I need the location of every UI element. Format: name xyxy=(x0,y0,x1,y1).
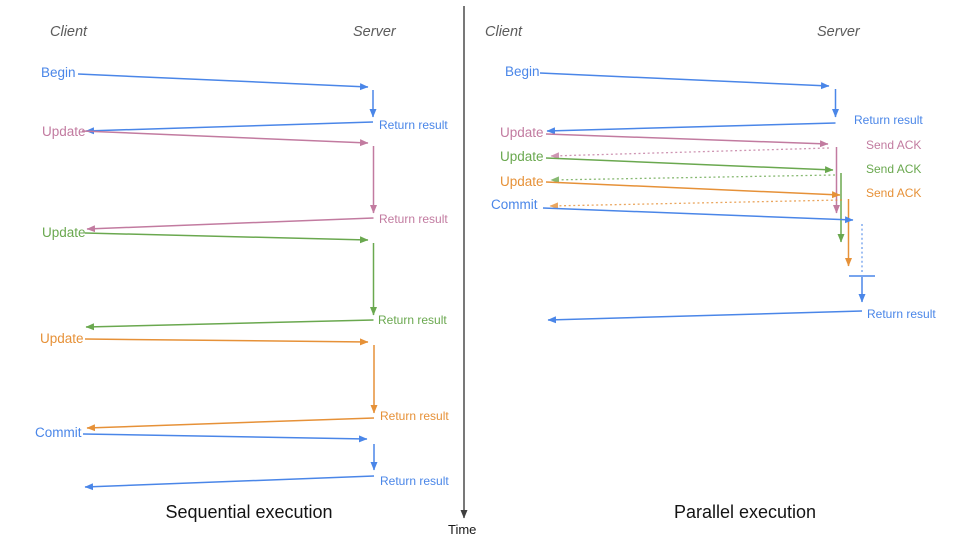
par-update1-request-line xyxy=(545,133,829,148)
par-update2-request-line xyxy=(545,157,834,174)
time-axis-label: Time xyxy=(448,522,477,537)
par-commit-response-label: Return result xyxy=(867,307,936,321)
par-update3-label: Update xyxy=(500,174,544,189)
right-server-header: Server xyxy=(817,24,860,40)
par-update2-ack-line xyxy=(550,174,836,184)
seq-update3-request-line xyxy=(84,338,369,346)
seq-update2-request-line xyxy=(84,232,369,244)
seq-begin-response-label: Return result xyxy=(379,118,448,132)
seq-update3-return-line xyxy=(86,417,375,432)
seq-update1-label: Update xyxy=(42,124,86,139)
par-begin-request-line xyxy=(539,72,830,90)
left-server-header: Server xyxy=(353,24,396,40)
seq-update1-return-line xyxy=(86,217,374,233)
seq-commit-return-line xyxy=(84,475,375,491)
par-update1-ack-line xyxy=(550,147,830,160)
par-update3-response-label: Send ACK xyxy=(866,186,922,200)
seq-update3-label: Update xyxy=(40,331,84,346)
left-client-header: Client xyxy=(50,24,88,40)
par-update1-response-label: Send ACK xyxy=(866,138,922,152)
seq-update3-response-label: Return result xyxy=(380,409,449,423)
seq-update2-response-label: Return result xyxy=(378,313,447,327)
seq-begin-request-line xyxy=(77,73,369,91)
seq-update1-request-line xyxy=(81,130,369,147)
right-client-header: Client xyxy=(485,24,523,40)
seq-begin-return-line xyxy=(85,121,374,135)
seq-begin-label: Begin xyxy=(41,65,76,80)
seq-commit-label: Commit xyxy=(35,425,82,440)
par-begin-return-line xyxy=(546,122,836,135)
par-update3-request-line xyxy=(545,181,841,199)
par-update2-response-label: Send ACK xyxy=(866,162,922,176)
par-commit-label: Commit xyxy=(491,197,538,212)
par-commit-return-line xyxy=(547,310,863,324)
seq-update2-label: Update xyxy=(42,225,86,240)
par-commit-request-line xyxy=(542,207,854,224)
par-update2-label: Update xyxy=(500,149,544,164)
parallel-execution-title: Parallel execution xyxy=(673,502,817,522)
par-begin-label: Begin xyxy=(505,64,540,79)
seq-update1-response-label: Return result xyxy=(379,212,448,226)
seq-update2-return-line xyxy=(85,319,374,331)
sequential-execution-title: Sequential execution xyxy=(165,502,333,522)
par-begin-response-label: Return result xyxy=(854,113,923,127)
par-update3-ack-line xyxy=(549,199,843,210)
seq-commit-request-line xyxy=(82,433,368,443)
seq-commit-response-label: Return result xyxy=(380,474,449,488)
par-update1-label: Update xyxy=(500,125,544,140)
